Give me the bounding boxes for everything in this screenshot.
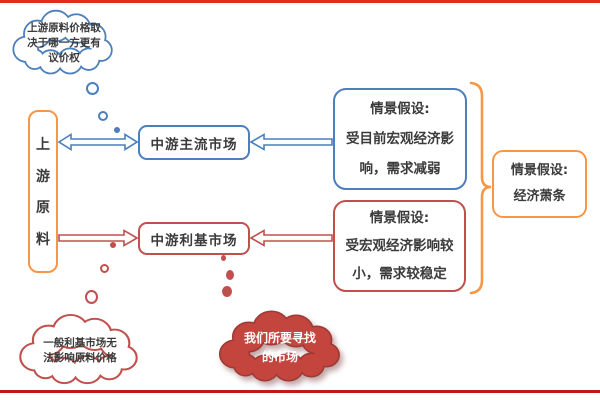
grouping-brace — [469, 81, 492, 295]
scenario-line: 情景假设: — [510, 163, 569, 178]
upstream-char: 上 — [36, 136, 50, 153]
cloud-line: 我们所要寻找 — [243, 331, 316, 345]
thought-trail-dot — [114, 127, 120, 133]
scenario-line: 情景假设: — [369, 210, 430, 226]
scenario-line: 受宏观经济影响较 — [345, 238, 454, 254]
scenario-line: 响，需求减弱 — [359, 161, 441, 177]
upstream-char: 料 — [36, 232, 50, 249]
upstream-raw-material-box: 上 游 原 料 — [28, 110, 58, 273]
thought-trail-dot — [98, 111, 108, 121]
upstream-char: 原 — [36, 200, 50, 217]
arrow-scenario-to-niche — [250, 229, 333, 247]
scenario-depression-box: 情景假设: 经济萧条 — [492, 150, 587, 218]
scenario-line: 小，需求较稳定 — [352, 266, 447, 282]
thought-trail-dot — [226, 270, 234, 280]
arrow-upstream-to-niche — [58, 229, 138, 247]
thought-trail-dot — [222, 286, 232, 297]
cloud-line: 议价权 — [48, 51, 80, 64]
thought-trail-dot — [100, 264, 109, 273]
scenario-niche-box: 情景假设: 受宏观经济影响较 小，需求较稳定 — [333, 200, 466, 292]
upstream-char: 游 — [36, 168, 50, 185]
thought-cloud-bargaining-text: 上游原料价格取 决于哪一方更有 议价权 — [16, 14, 112, 72]
scenario-line: 受目前宏观经济影 — [346, 131, 454, 147]
bottom-border-line — [0, 390, 600, 393]
cloud-line: 一般利基市场无 — [43, 337, 117, 349]
mainstream-label: 中游主流市场 — [150, 136, 238, 153]
cloud-line: 的市场 — [261, 350, 298, 364]
scenario-line: 经济萧条 — [513, 189, 566, 204]
top-border-line — [0, 0, 600, 3]
cloud-line: 决于哪一方更有 — [27, 36, 101, 49]
double-arrow-upstream-mainstream — [58, 133, 138, 151]
thought-cloud-no-influence-text: 一般利基市场无 法影响原料价格 — [22, 324, 138, 378]
arrow-scenario-to-mainstream — [250, 133, 333, 151]
scenario-mainstream-box: 情景假设: 受目前宏观经济影 响，需求减弱 — [333, 88, 467, 190]
thought-trail-dot — [86, 82, 99, 95]
thought-trail-dot — [85, 290, 98, 304]
midstream-niche-market-box: 中游利基市场 — [138, 222, 250, 255]
cloud-line: 法影响原料价格 — [43, 352, 117, 364]
midstream-mainstream-market-box: 中游主流市场 — [138, 125, 250, 160]
target-market-cloud-text: 我们所要寻找 的市场 — [225, 322, 335, 374]
thought-trail-dot — [221, 255, 226, 261]
thought-trail-dot — [110, 242, 116, 248]
niche-label: 中游利基市场 — [150, 232, 238, 249]
cloud-line: 上游原料价格取 — [27, 21, 101, 34]
scenario-line: 情景假设: — [370, 101, 430, 117]
